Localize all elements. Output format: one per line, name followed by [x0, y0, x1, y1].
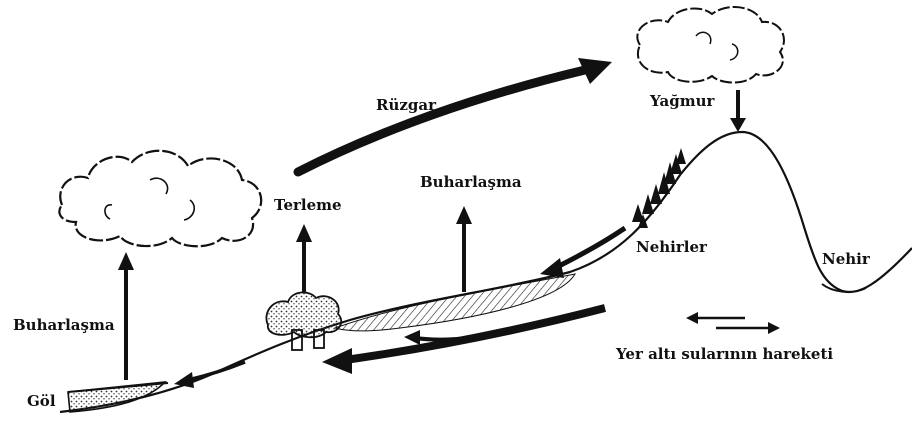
rivers-flow-arrow-icon: [540, 228, 625, 278]
lake-inflow-arrow-icon: [174, 362, 245, 388]
lake: [68, 382, 165, 412]
label-transpiration: Terleme: [274, 198, 342, 213]
evaporation-center-arrow-icon: [456, 206, 472, 292]
cloud-right-icon: [637, 7, 784, 82]
rain-arrow-icon: [730, 90, 746, 132]
label-evaporation-left: Buharlaşma: [13, 318, 115, 333]
wind-arrow-icon: [298, 58, 612, 172]
label-river: Nehir: [822, 252, 870, 267]
label-rivers: Nehirler: [636, 240, 707, 255]
label-evaporation-center: Buharlaşma: [420, 175, 522, 190]
label-groundwater: Yer altı sularının hareketi: [616, 347, 833, 362]
forest-icon: [632, 148, 686, 228]
label-lake: Göl: [27, 394, 56, 409]
transpiration-arrow-icon: [296, 224, 312, 292]
legend-arrows-icon: [686, 312, 780, 334]
trees-icon: [266, 292, 341, 350]
evaporation-left-arrow-icon: [118, 252, 134, 380]
label-rain: Yağmur: [650, 94, 714, 109]
cloud-left-icon: [59, 151, 261, 247]
label-wind: Rüzgar: [376, 98, 436, 113]
